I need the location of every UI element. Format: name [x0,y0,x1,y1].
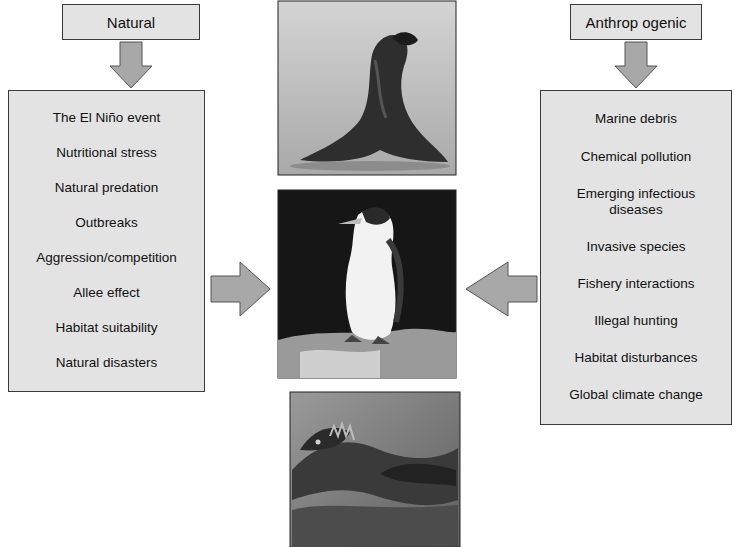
factor-text: Habitat disturbances [574,350,697,366]
block-arrow-connector [110,42,152,88]
factor-text: The El Niño event [53,110,160,126]
category-header: Natural [62,4,200,40]
category-header: Anthrop ogenic [570,4,702,40]
factor-text: Invasive species [586,239,685,255]
factor-text: Aggression/competition [36,250,176,266]
factor-text: Fishery interactions [577,276,694,292]
penguin-photo [278,190,456,378]
block-arrow-connector [615,42,657,88]
factor-text: Emerging infectious diseases [559,186,713,218]
factor-text: Global climate change [569,387,703,403]
factor-text: Outbreaks [75,215,137,231]
factor-text: Natural predation [55,180,159,196]
factor-text: Natural disasters [56,355,157,371]
factor-list-box: The El Niño eventNutritional stressNatur… [8,90,205,392]
factor-text: Allee effect [73,285,140,301]
factor-text: Nutritional stress [56,145,157,161]
header-text: Natural [107,14,155,31]
block-arrow [466,262,537,316]
header-text: Anthrop ogenic [586,14,687,31]
block-arrow [211,262,270,316]
factor-text: Habitat suitability [55,320,157,336]
factor-list-box: Marine debrisChemical pollutionEmerging … [540,90,732,425]
factor-text: Illegal hunting [594,313,677,329]
iguana-photo [290,392,460,547]
factor-text: Chemical pollution [581,149,691,165]
sea-lion-photo [278,1,456,175]
factor-text: Marine debris [595,111,677,127]
